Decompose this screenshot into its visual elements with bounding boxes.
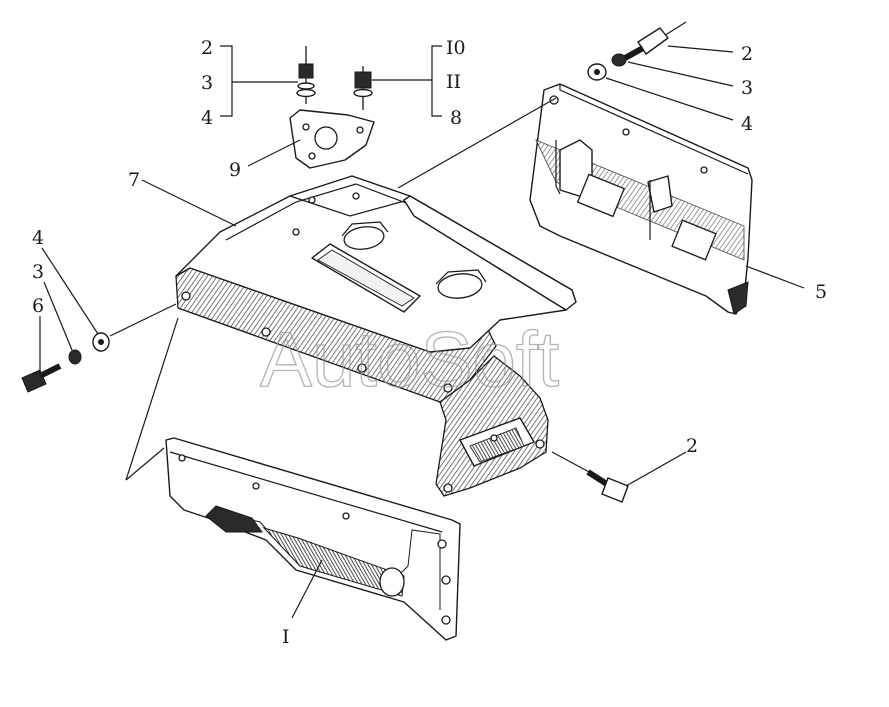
callout-washer-right-4: 4 <box>741 113 753 135</box>
callout-brace-left <box>220 45 233 117</box>
leader-panel1-label <box>291 559 323 619</box>
bracket-hole-a <box>302 123 310 131</box>
callout-washer-right-3: 3 <box>741 77 753 99</box>
callout-left-6: 6 <box>32 295 44 317</box>
nut-left <box>298 63 314 79</box>
bolt-shank-right <box>623 45 645 61</box>
callout-brace-right <box>431 45 442 117</box>
leader-left-to-cover <box>109 303 177 337</box>
callout-left-group-2: 2 <box>201 37 213 59</box>
callout-bracket-9: 9 <box>229 159 241 181</box>
callout-left-group-4: 4 <box>201 107 213 129</box>
bottom-fastener <box>551 451 687 503</box>
callout-lower-panel-1: I <box>282 626 290 648</box>
leader-washer-4 <box>605 77 734 121</box>
leader-7 <box>141 179 237 227</box>
spring-washer-left <box>68 349 82 365</box>
washer-right <box>353 88 373 98</box>
leader-bolt-2 <box>667 45 734 53</box>
flat-washer-left-hole <box>98 339 104 345</box>
leader-panel1-b <box>125 447 165 481</box>
leader-left-3 <box>43 281 73 351</box>
leader-9 <box>247 139 301 167</box>
callout-right-group-10: I0 <box>446 37 466 59</box>
callout-bolt-right-2: 2 <box>741 43 753 65</box>
watermark-text: AutoSoft <box>260 315 560 403</box>
washer-left-spring <box>297 82 315 90</box>
leader-washer-3 <box>627 61 734 87</box>
callout-left-group-3: 3 <box>201 72 213 94</box>
leader-left-4 <box>41 247 99 335</box>
callout-bottom-bolt-2: 2 <box>686 435 698 457</box>
callout-left-4: 4 <box>32 227 44 249</box>
bracket-hole-b <box>356 126 364 134</box>
leader-panel-attach <box>397 97 557 189</box>
lower-panel-1 <box>125 317 461 641</box>
callout-cover-7: 7 <box>128 169 140 191</box>
callout-left-3: 3 <box>32 261 44 283</box>
bolt-shank-left <box>38 363 62 379</box>
nut-right <box>354 71 372 89</box>
washer-left-flat <box>296 88 316 98</box>
left-fastener-set <box>21 247 177 393</box>
callout-right-group-11: II <box>446 71 461 93</box>
spring-washer-right <box>611 53 627 67</box>
leader-bottom-2 <box>625 451 687 487</box>
main-cover-7 <box>141 97 577 497</box>
leader-panel1-a <box>125 317 179 481</box>
callout-right-group-8: 8 <box>450 107 462 129</box>
callout-panel-5: 5 <box>815 281 827 303</box>
leader-5 <box>745 265 805 289</box>
flat-washer-hole <box>594 69 600 75</box>
bracket-hole-c <box>308 152 316 160</box>
bracket-center-hole <box>314 126 338 150</box>
right-fastener-set <box>587 21 734 121</box>
rear-shield-panel-5 <box>529 83 805 315</box>
top-bracket-assembly <box>220 45 442 169</box>
